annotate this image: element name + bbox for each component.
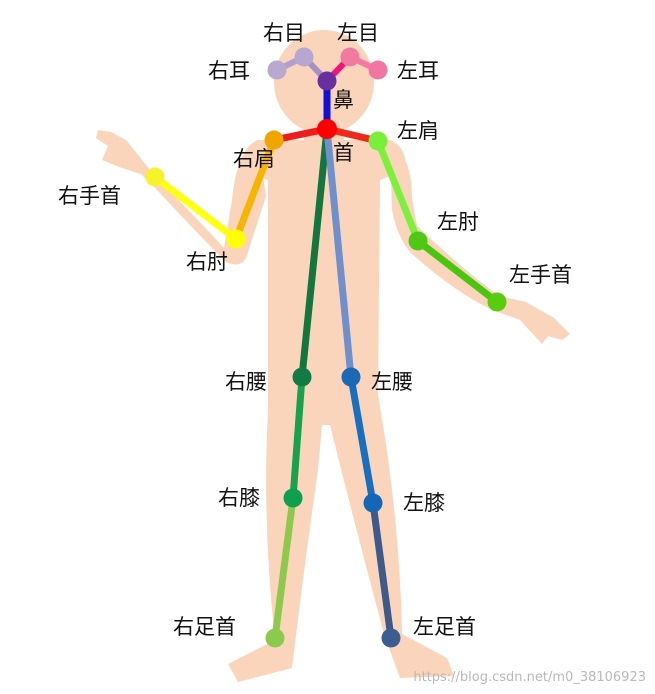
- limb-left-shoulder-left-elbow: [374, 137, 422, 245]
- limb-right-shoulder-right-elbow: [232, 136, 278, 243]
- limb-right-knee-right-ankle: [271, 494, 297, 642]
- label-left-wrist: 左手首: [509, 263, 572, 287]
- keypoint-right-elbow: [226, 229, 246, 249]
- keypoint-labels: 右目 左目 右耳 左耳 鼻 首 右肩 左肩 右手首 左肘 右肘 左手首 右腰 左…: [58, 21, 572, 639]
- label-left-elbow: 左肘: [437, 210, 479, 234]
- keypoint-right-knee: [283, 488, 303, 508]
- keypoint-left-knee: [363, 493, 383, 513]
- keypoint-right-shoulder: [264, 130, 284, 150]
- label-right-elbow: 右肘: [186, 250, 228, 274]
- keypoint-right-wrist: [145, 167, 165, 187]
- label-right-shoulder: 右肩: [233, 147, 275, 171]
- limb-right-elbow-right-wrist: [151, 173, 240, 243]
- label-left-ankle: 左足首: [413, 615, 476, 639]
- label-neck: 首: [333, 141, 354, 165]
- label-right-knee: 右膝: [218, 486, 260, 510]
- right-arm-shape: [96, 130, 266, 265]
- label-left-knee: 左膝: [403, 491, 445, 515]
- watermark: https://blog.csdn.net/m0_38106923: [413, 670, 646, 685]
- limb-neck-right-hip: [298, 125, 331, 381]
- keypoint-nose: [317, 71, 337, 91]
- keypoint-left-ear: [368, 60, 388, 80]
- keypoint-left-hip: [341, 367, 361, 387]
- keypoint-neck: [317, 119, 337, 139]
- label-right-ankle: 右足首: [173, 615, 236, 639]
- keypoint-right-ankle: [265, 628, 285, 648]
- limb-left-hip-left-knee: [347, 373, 377, 507]
- label-left-ear: 左耳: [397, 59, 439, 83]
- keypoint-left-ankle: [381, 628, 401, 648]
- limb-left-elbow-left-wrist: [414, 237, 501, 306]
- label-left-shoulder: 左肩: [397, 119, 439, 143]
- torso-legs-shape: [228, 140, 454, 682]
- label-right-ear: 右耳: [208, 59, 250, 83]
- label-nose: 鼻: [333, 88, 354, 112]
- keypoint-left-shoulder: [368, 131, 388, 151]
- label-right-eye: 右目: [263, 21, 305, 45]
- keypoint-left-wrist: [487, 292, 507, 312]
- skeleton-keypoints: [145, 47, 507, 648]
- keypoint-left-elbow: [408, 231, 428, 251]
- label-left-eye: 左目: [337, 21, 379, 45]
- keypoint-left-eye: [340, 47, 360, 67]
- keypoint-right-hip: [292, 367, 312, 387]
- keypoint-right-ear: [267, 60, 287, 80]
- label-left-hip: 左腰: [371, 370, 413, 394]
- label-right-hip: 右腰: [225, 370, 267, 394]
- label-right-wrist: 右手首: [58, 184, 121, 208]
- keypoint-right-eye: [294, 47, 314, 67]
- limb-left-knee-left-ankle: [369, 499, 395, 642]
- limb-right-hip-right-knee: [289, 373, 306, 502]
- limb-neck-left-hip: [323, 125, 355, 381]
